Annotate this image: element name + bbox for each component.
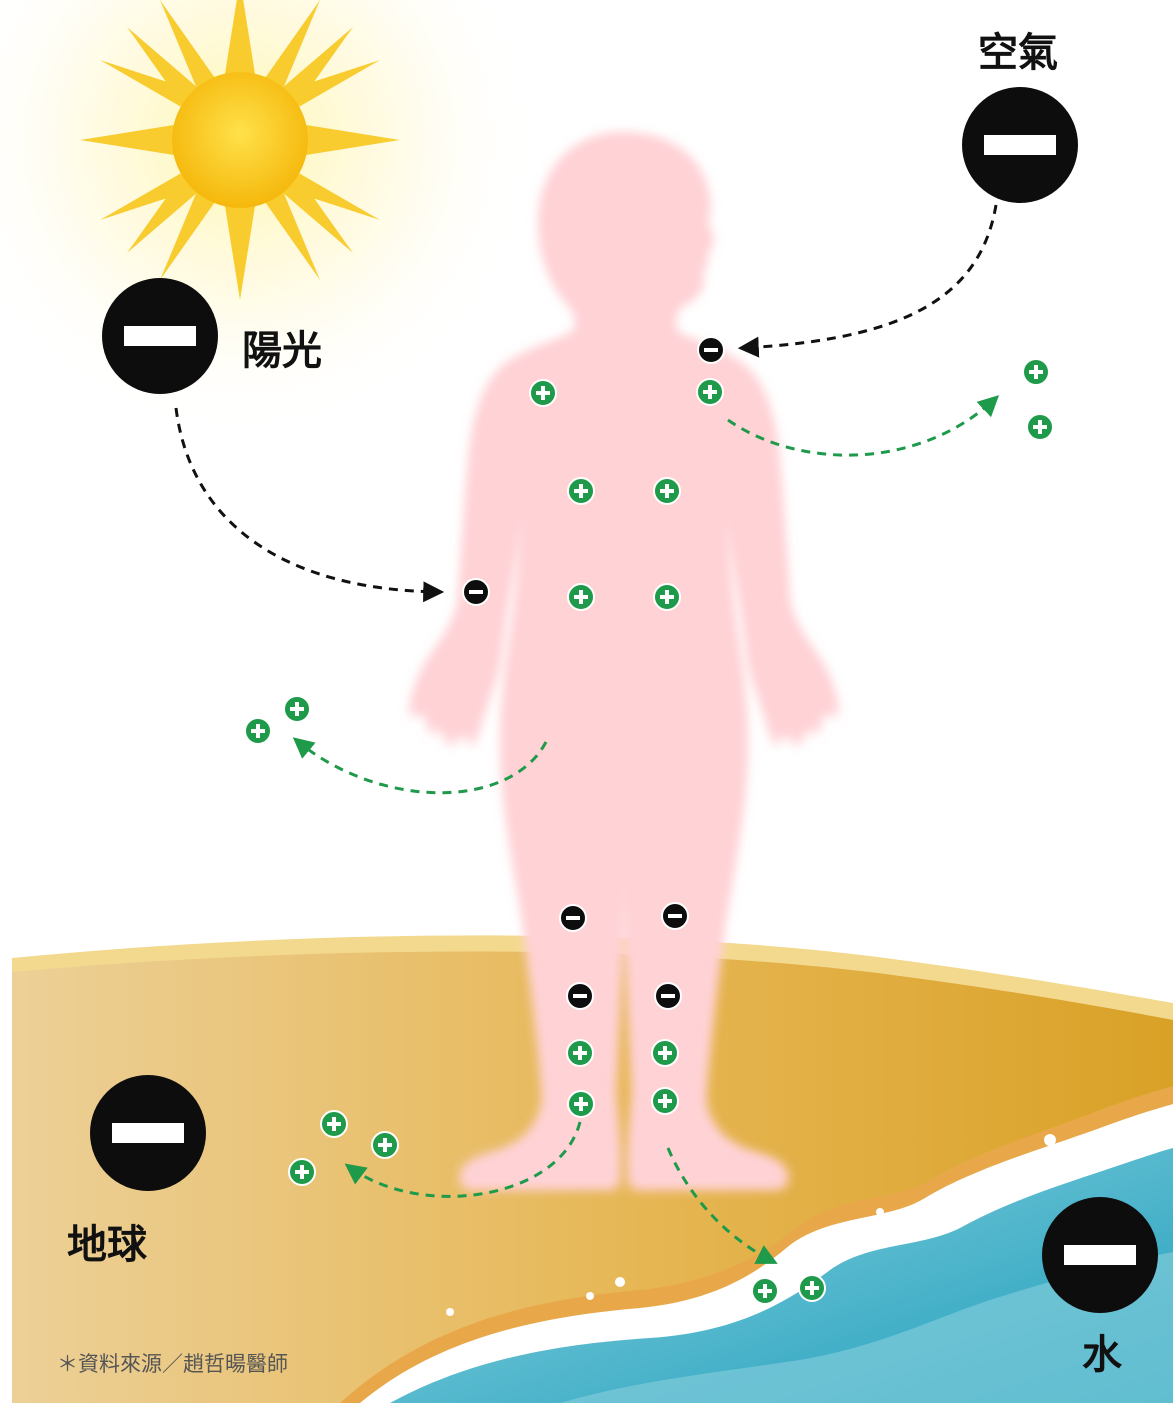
plus-sign-icon bbox=[752, 1278, 778, 1304]
plus-sign-icon bbox=[530, 380, 556, 406]
plus-sign-icon bbox=[321, 1111, 347, 1137]
plus-sign-icon bbox=[654, 584, 680, 610]
minus-sign-icon bbox=[567, 983, 593, 1009]
plus-sign-icon bbox=[284, 696, 310, 722]
plus-sign-icon bbox=[372, 1132, 398, 1158]
plus-sign-icon bbox=[652, 1040, 678, 1066]
plus-sign-icon bbox=[799, 1275, 825, 1301]
plus-sign-icon bbox=[568, 1091, 594, 1117]
source-caption: ＊資料來源／趙哲暘醫師 bbox=[57, 1348, 288, 1378]
air-to-shoulder-arrow bbox=[742, 205, 996, 348]
plus-sign-icon bbox=[568, 478, 594, 504]
minus-sign-icon bbox=[102, 278, 218, 394]
minus-sign-icon bbox=[463, 579, 489, 605]
plus-sign-icon bbox=[1027, 414, 1053, 440]
plus-sign-icon bbox=[567, 1040, 593, 1066]
plus-sign-icon bbox=[568, 584, 594, 610]
plus-sign-icon bbox=[289, 1159, 315, 1185]
minus-sign-icon bbox=[560, 905, 586, 931]
air-label: 空氣 bbox=[978, 20, 1058, 78]
minus-sign-icon bbox=[90, 1075, 206, 1191]
minus-sign-icon bbox=[1042, 1197, 1158, 1313]
minus-sign-icon bbox=[662, 903, 688, 929]
plus-sign-icon bbox=[654, 478, 680, 504]
plus-sign-icon bbox=[652, 1088, 678, 1114]
water-label: 水 bbox=[1082, 1322, 1122, 1380]
plus-sign-icon bbox=[1023, 359, 1049, 385]
plus-sign-icon bbox=[245, 718, 271, 744]
sun-label: 陽光 bbox=[242, 318, 322, 376]
earth-label: 地球 bbox=[67, 1212, 147, 1270]
minus-sign-icon bbox=[655, 983, 681, 1009]
minus-sign-icon bbox=[698, 337, 724, 363]
plus-sign-icon bbox=[697, 379, 723, 405]
minus-sign-icon bbox=[962, 87, 1078, 203]
